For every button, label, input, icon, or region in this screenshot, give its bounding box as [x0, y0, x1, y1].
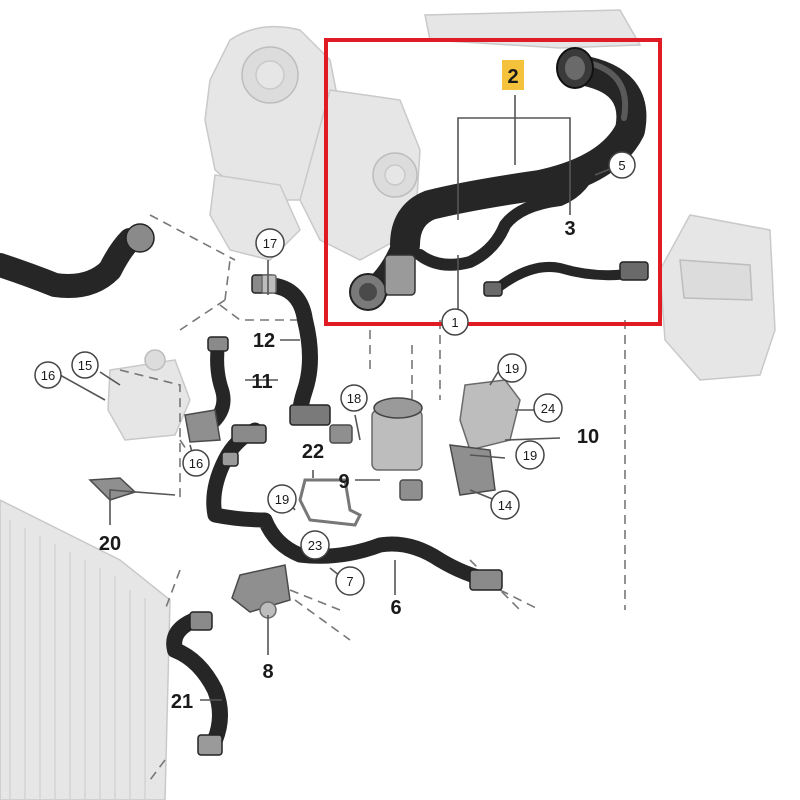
label-7[interactable]: 7	[346, 574, 353, 589]
hose-6[interactable]	[206, 422, 503, 591]
label-19c[interactable]: 19	[275, 492, 289, 507]
label-3[interactable]: 3	[564, 218, 575, 240]
hose-21[interactable]	[166, 611, 228, 756]
label-20[interactable]: 20	[99, 533, 121, 555]
sensor-20[interactable]	[88, 477, 137, 501]
hose-2-lower-fitting[interactable]	[349, 232, 418, 311]
label-12[interactable]: 12	[253, 330, 275, 352]
ghost-radiator	[0, 499, 171, 800]
label-14[interactable]: 14	[498, 498, 512, 513]
label-18[interactable]: 18	[347, 391, 361, 406]
label-19a[interactable]: 19	[505, 361, 519, 376]
label-5[interactable]: 5	[618, 158, 625, 173]
label-9[interactable]: 9	[338, 471, 349, 493]
highlight-box	[324, 38, 662, 326]
hose-2-upper[interactable]	[390, 47, 647, 260]
ghost-engine-block	[204, 25, 421, 261]
label-15[interactable]: 15	[78, 358, 92, 373]
label-23[interactable]: 23	[308, 538, 322, 553]
label-16b[interactable]: 16	[189, 456, 203, 471]
hose-3-vent[interactable]	[414, 154, 649, 297]
label-16a[interactable]: 16	[41, 368, 55, 383]
bracket-10[interactable]	[449, 379, 521, 496]
dashed-leaders	[119, 214, 626, 781]
water-pump-9[interactable]	[371, 397, 423, 501]
label-8[interactable]: 8	[262, 661, 273, 683]
hose-11[interactable]	[184, 336, 231, 443]
label-22[interactable]: 22	[302, 441, 324, 463]
label-11[interactable]: 11	[251, 371, 272, 393]
label-2[interactable]: 2	[507, 66, 518, 88]
clip-17[interactable]	[261, 274, 277, 294]
label-21[interactable]: 21	[171, 691, 193, 713]
ghost-top-pipe	[424, 9, 642, 49]
valve-8[interactable]	[231, 564, 291, 619]
ghost-expansion-tank	[659, 214, 776, 381]
label-1[interactable]: 1	[451, 315, 458, 330]
fitting-18[interactable]	[329, 424, 353, 444]
gasket-23[interactable]	[298, 478, 363, 527]
label-24[interactable]: 24	[541, 401, 555, 416]
hose-left[interactable]	[0, 223, 155, 298]
label-17[interactable]: 17	[263, 236, 277, 251]
label-19b[interactable]: 19	[523, 448, 537, 463]
label-6[interactable]: 6	[390, 597, 401, 619]
label-10[interactable]: 10	[577, 426, 599, 448]
label-2-background	[502, 60, 524, 90]
ghost-thermostat-housing	[107, 349, 191, 441]
callout-labels: 2 3 5 1 17 12 11 15 16 16 18 22 9 19 24 …	[34, 60, 636, 713]
